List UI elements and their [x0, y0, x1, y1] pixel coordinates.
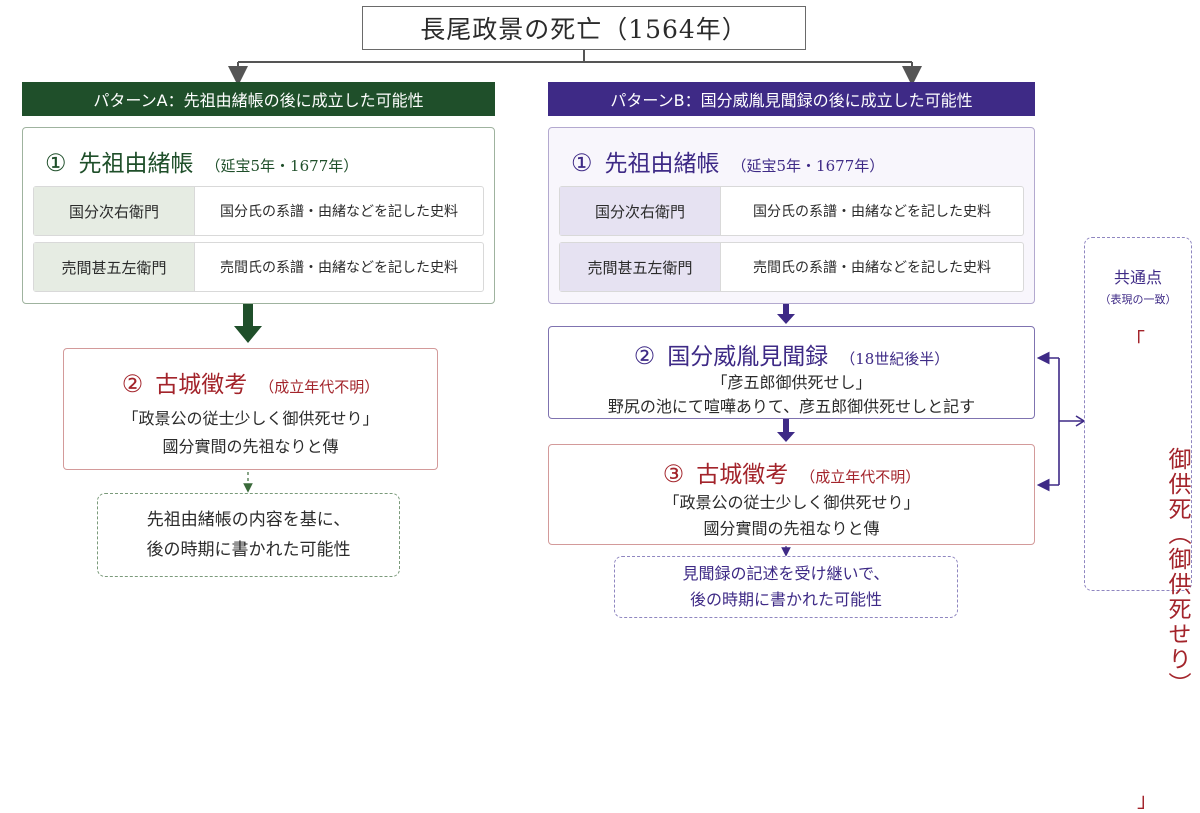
kojo-a-date: （成立年代不明）	[259, 378, 380, 396]
doc-a-date: （延宝5年・1677年）	[205, 157, 359, 175]
doc-a-row-name: 国分次右衛門	[34, 187, 195, 235]
doc-a-row-name: 売間甚五左衛門	[34, 243, 195, 291]
common-point-box: 共通点 （表現の一致） 「 御供死（御供死せり） 」	[1084, 237, 1192, 812]
doc-b-row-name: 売間甚五左衛門	[560, 243, 721, 291]
kenbun-name: 国分威胤見聞録	[667, 344, 829, 370]
pattern-b-sosen-yuishocho-box: ① 先祖由緒帳 （延宝5年・1677年） 国分次右衛門 国分氏の系譜・由緒などを…	[548, 127, 1035, 304]
common-subheading: （表現の一致）	[1099, 293, 1177, 306]
note-a-line2: 後の時期に書かれた可能性	[146, 540, 351, 560]
kojo-a-desc: 國分實間の先祖なりと傳	[162, 437, 339, 456]
common-close-bracket: 」	[1137, 788, 1157, 812]
kenbun-desc: 野尻の池にて喧嘩ありて、彦五郎御供死せしと記す	[607, 397, 976, 416]
note-b-line2: 後の時期に書かれた可能性	[689, 590, 882, 609]
kojo-b-name: 古城徵考	[696, 462, 789, 488]
doc-b-row: 売間甚五左衛門 売間氏の系譜・由緒などを記した史料	[559, 242, 1024, 292]
pattern-b-kojo-box: ③ 古城徵考 （成立年代不明） 「政景公の従士少しく御供死せり」 國分實間の先祖…	[548, 444, 1035, 545]
doc-a-heading: ① 先祖由緒帳 （延宝5年・1677年）	[45, 144, 358, 178]
pattern-a-sosen-yuishocho-box: ① 先祖由緒帳 （延宝5年・1677年） 国分次右衛門 国分氏の系譜・由緒などを…	[22, 127, 495, 304]
doc-b-heading: ① 先祖由緒帳 （延宝5年・1677年）	[571, 144, 884, 178]
kenbun-heading: ② 国分威胤見聞録 （18世紀後半）	[549, 337, 1034, 371]
common-vertical-text: 御供死（御供死せり）	[1164, 447, 1190, 697]
pattern-b-banner: パターンB：国分威胤見聞録の後に成立した可能性	[548, 82, 1035, 116]
kojo-a-heading: ② 古城徵考 （成立年代不明）	[64, 365, 437, 399]
kenbun-quote: 「彦五郎御供死せし」	[711, 373, 872, 392]
page-title: 長尾政景の死亡（1564年）	[362, 6, 806, 50]
pattern-a-banner: パターンA：先祖由緒帳の後に成立した可能性	[22, 82, 495, 116]
kojo-b-quote: 「政景公の従士少しく御供死せり」	[663, 493, 920, 512]
connector-lines	[228, 50, 1086, 557]
kojo-b-desc: 國分實間の先祖なりと傳	[703, 519, 880, 538]
arrow-b-1-2	[777, 304, 795, 324]
kenbun-number: ②	[633, 342, 656, 370]
common-open-bracket: 「	[1125, 328, 1145, 352]
doc-a-row-desc: 売間氏の系譜・由緒などを記した史料	[220, 260, 458, 276]
kenbun-date: （18世紀後半）	[840, 350, 950, 368]
pattern-b-note: 見聞録の記述を受け継いで、 後の時期に書かれた可能性	[614, 556, 958, 618]
pattern-a-kojo-box: ② 古城徵考 （成立年代不明） 「政景公の従士少しく御供死せり」 國分實間の先祖…	[63, 348, 438, 470]
kojo-a-number: ②	[121, 370, 144, 398]
doc-b-name: 先祖由緒帳	[604, 151, 720, 177]
doc-a-row: 売間甚五左衛門 売間氏の系譜・由緒などを記した史料	[33, 242, 484, 292]
kojo-a-quote: 「政景公の従士少しく御供死せり」	[122, 409, 379, 428]
doc-b-row-desc: 国分氏の系譜・由緒などを記した史料	[753, 204, 991, 220]
doc-a-row-desc: 国分氏の系譜・由緒などを記した史料	[220, 204, 458, 220]
pattern-a-note: 先祖由緒帳の内容を基に、 後の時期に書かれた可能性	[97, 493, 400, 577]
doc-b-date: （延宝5年・1677年）	[731, 157, 885, 175]
doc-b-row-desc: 売間氏の系譜・由緒などを記した史料	[753, 260, 991, 276]
common-heading: 共通点	[1113, 268, 1162, 287]
doc-b-row: 国分次右衛門 国分氏の系譜・由緒などを記した史料	[559, 186, 1024, 236]
arrow-a-1-2	[234, 304, 262, 343]
doc-b-row-name: 国分次右衛門	[560, 187, 721, 235]
note-b-line1: 見聞録の記述を受け継いで、	[682, 564, 890, 583]
pattern-b-kenbunroku-box: ② 国分威胤見聞録 （18世紀後半） 「彦五郎御供死せし」 野尻の池にて喧嘩あり…	[548, 326, 1035, 419]
doc-a-number: ①	[45, 149, 67, 177]
doc-a-name: 先祖由緒帳	[78, 151, 194, 177]
doc-a-row: 国分次右衛門 国分氏の系譜・由緒などを記した史料	[33, 186, 484, 236]
arrow-b-2-3	[777, 419, 795, 442]
doc-b-number: ①	[571, 149, 593, 177]
kojo-b-date: （成立年代不明）	[800, 468, 921, 486]
kojo-b-heading: ③ 古城徵考 （成立年代不明）	[549, 455, 1034, 489]
kojo-a-name: 古城徵考	[155, 372, 248, 398]
note-a-line1: 先祖由緒帳の内容を基に、	[146, 510, 351, 530]
kojo-b-number: ③	[662, 460, 685, 488]
